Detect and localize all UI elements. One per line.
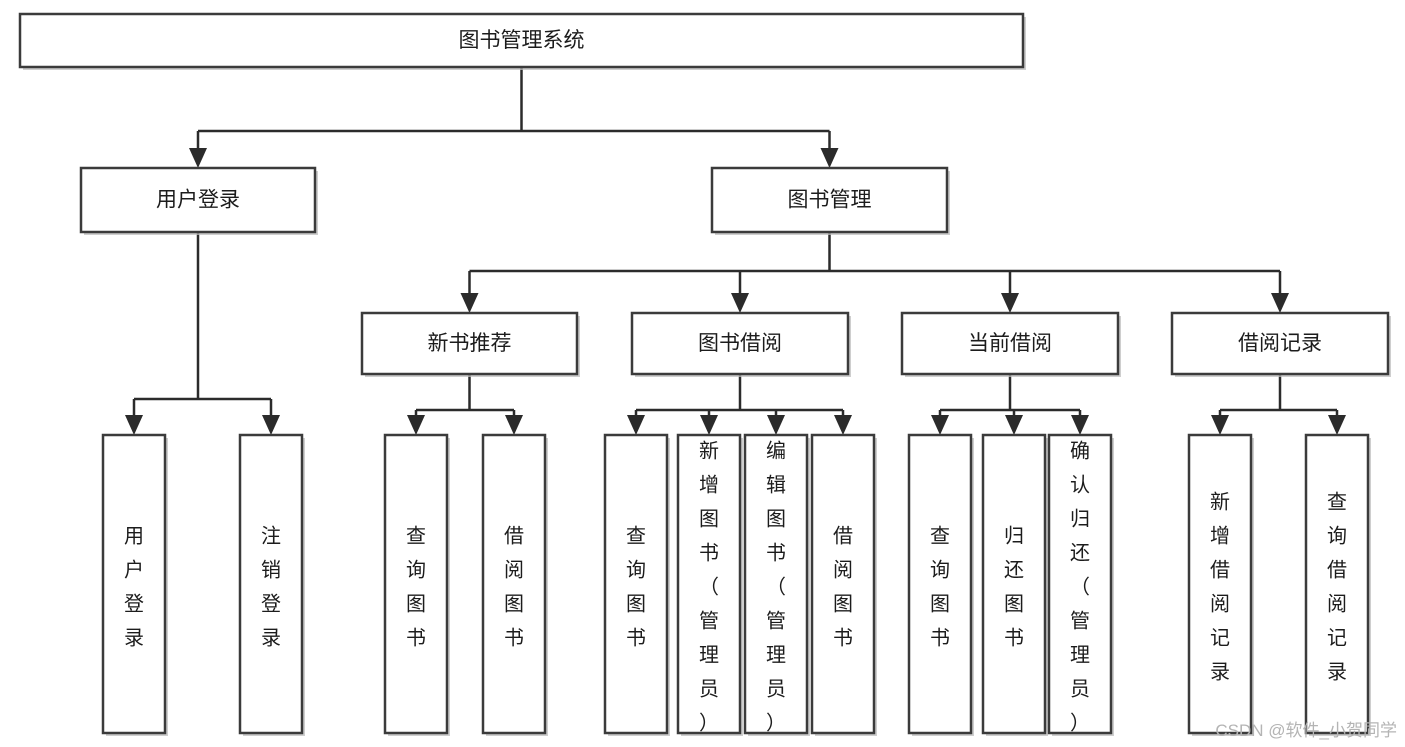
root-node-label: 图书管理系统 <box>459 29 585 52</box>
arrow-head-icon <box>1328 415 1346 435</box>
leaf-node-label: 确认归还（管理员） <box>1070 440 1090 735</box>
level2-node-label: 借阅记录 <box>1238 332 1322 355</box>
leaf-node-label: 编辑图书（管理员） <box>766 440 786 735</box>
leaf-node[interactable]: 新增图书（管理员） <box>676 433 743 736</box>
leaf-node[interactable]: 确认归还（管理员） <box>1047 433 1114 736</box>
level1-node-label: 图书管理 <box>788 189 872 212</box>
arrow-head-icon <box>262 415 280 435</box>
leaf-node-label: 注销登录 <box>261 525 281 650</box>
leaf-node-label: 新增图书（管理员） <box>699 440 719 735</box>
level2-node[interactable]: 图书借阅 <box>630 311 851 377</box>
leaf-node-label: 借阅图书 <box>504 525 524 650</box>
arrow-head-icon <box>700 415 718 435</box>
level1-node-label: 用户登录 <box>156 189 240 212</box>
level2-node-label: 新书推荐 <box>428 332 512 355</box>
leaf-node[interactable]: 查询图书 <box>603 433 670 736</box>
leaf-node[interactable]: 用户登录 <box>101 433 168 736</box>
arrow-head-icon <box>627 415 645 435</box>
leaf-node[interactable]: 注销登录 <box>238 433 305 736</box>
arrow-head-icon <box>407 415 425 435</box>
level1-node[interactable]: 用户登录 <box>79 166 318 235</box>
root-node-system[interactable]: 图书管理系统 <box>18 12 1026 70</box>
leaf-node-label: 归还图书 <box>1004 525 1024 650</box>
arrow-head-icon <box>1071 415 1089 435</box>
arrow-head-icon <box>820 148 839 168</box>
arrow-head-icon <box>460 293 479 313</box>
leaf-node-label: 查询图书 <box>406 525 426 650</box>
arrow-head-icon <box>1005 415 1023 435</box>
leaf-node[interactable]: 借阅图书 <box>810 433 877 736</box>
level1-node[interactable]: 图书管理 <box>710 166 950 235</box>
node-layer: 图书管理系统用户登录图书管理新书推荐图书借阅当前借阅借阅记录用户登录注销登录查询… <box>18 12 1391 736</box>
leaf-node[interactable]: 查询图书 <box>383 433 450 736</box>
level2-node[interactable]: 当前借阅 <box>900 311 1121 377</box>
leaf-node[interactable]: 查询图书 <box>907 433 974 736</box>
leaf-node[interactable]: 借阅图书 <box>481 433 548 736</box>
arrow-head-icon <box>189 148 207 168</box>
arrow-head-icon <box>1001 293 1019 313</box>
arrow-head-icon <box>505 415 523 435</box>
leaf-node[interactable]: 归还图书 <box>981 433 1048 736</box>
arrow-head-icon <box>125 415 143 435</box>
leaf-node[interactable]: 编辑图书（管理员） <box>743 433 810 736</box>
arrow-head-icon <box>931 415 949 435</box>
leaf-node-label: 借阅图书 <box>833 525 853 650</box>
level2-node[interactable]: 新书推荐 <box>360 311 580 377</box>
leaf-node-label: 查询图书 <box>930 525 950 650</box>
connector-layer <box>125 67 1346 435</box>
leaf-node[interactable]: 新增借阅记录 <box>1187 433 1254 736</box>
leaf-node-label: 新增借阅记录 <box>1210 491 1230 684</box>
arrow-head-icon <box>767 415 785 435</box>
leaf-node-label: 查询借阅记录 <box>1327 491 1347 684</box>
leaf-node-label: 用户登录 <box>124 526 144 650</box>
arrow-head-icon <box>1211 415 1229 435</box>
arrow-head-icon <box>834 415 852 435</box>
arrow-head-icon <box>1271 293 1289 313</box>
leaf-node[interactable]: 查询借阅记录 <box>1304 433 1371 736</box>
level2-node-label: 图书借阅 <box>698 332 782 355</box>
level2-node-label: 当前借阅 <box>968 332 1052 355</box>
arrow-head-icon <box>731 293 749 313</box>
leaf-node-label: 查询图书 <box>626 525 646 650</box>
level2-node[interactable]: 借阅记录 <box>1170 311 1391 377</box>
